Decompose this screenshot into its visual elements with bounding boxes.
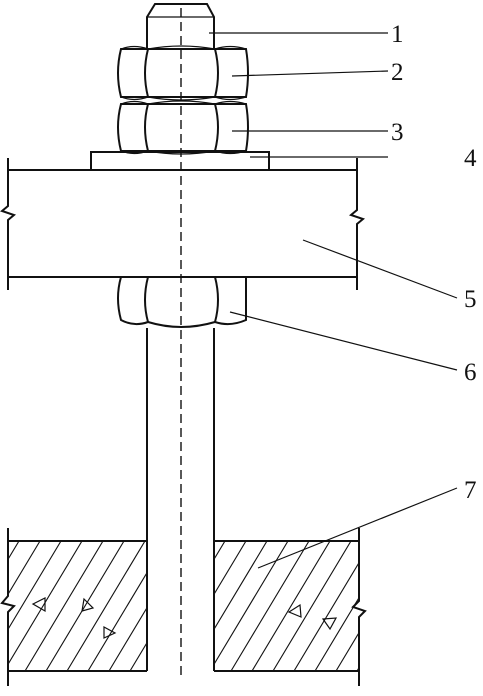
callout-labels: 1 2 3 4 5 6 7 — [391, 21, 477, 504]
hatch-line — [8, 541, 83, 666]
callout-3: 3 — [391, 119, 404, 146]
hatch-line — [293, 561, 359, 671]
hatch-line — [45, 541, 125, 671]
hatch-line — [129, 641, 147, 671]
callout-7: 7 — [464, 477, 477, 504]
upper-nut — [117, 45, 249, 101]
hatch-line — [230, 541, 310, 671]
hatch-line — [214, 541, 268, 631]
base-plate — [0, 158, 366, 290]
callout-6: 6 — [464, 359, 477, 386]
hatch-line — [378, 541, 456, 671]
aggregate-marks — [31, 597, 338, 639]
bolt-shaft — [146, 328, 215, 671]
concrete-foundation — [0, 528, 456, 686]
hatch-line — [24, 541, 104, 671]
hatch-line — [66, 541, 146, 671]
hatch-line — [356, 666, 359, 671]
hatch-line — [272, 541, 352, 671]
hatch-line — [251, 541, 331, 671]
leveling-nut — [117, 276, 247, 328]
hatch-line — [108, 606, 147, 671]
hatch-line — [335, 631, 359, 671]
hatch-line — [84, 541, 162, 671]
hatch-line — [126, 541, 204, 671]
leader-lines — [209, 32, 458, 569]
hatch-line — [8, 541, 62, 631]
hatch-line — [105, 541, 183, 671]
callout-1: 1 — [391, 21, 404, 48]
hatch-line — [151, 541, 229, 671]
callout-2: 2 — [391, 59, 404, 86]
lower-nut — [117, 100, 249, 155]
washer — [90, 151, 270, 171]
hatch-line — [8, 541, 41, 596]
callout-4: 4 — [464, 145, 477, 172]
hatch-line — [214, 541, 289, 666]
hatch-line — [214, 541, 247, 596]
callout-5: 5 — [464, 286, 477, 313]
hatch-line — [87, 571, 147, 671]
